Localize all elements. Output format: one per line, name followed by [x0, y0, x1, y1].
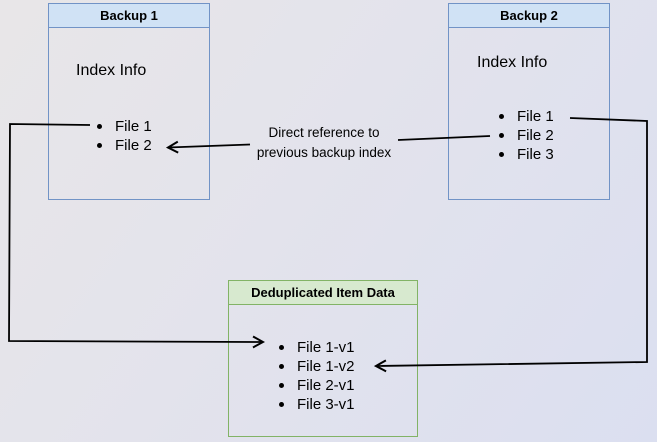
backup2-box: Backup 2 Index Info File 1 File 2 File 3 [448, 3, 610, 200]
bullet-icon [97, 124, 102, 129]
backup1-header: Backup 1 [49, 4, 209, 28]
dedup-header: Deduplicated Item Data [229, 281, 417, 305]
deduplicated-item-data-box: Deduplicated Item Data File 1-v1 File 1-… [228, 280, 418, 437]
dedup-file-list: File 1-v1 File 1-v2 File 2-v1 File 3-v1 [279, 338, 355, 414]
file-label: File 3-v1 [297, 396, 355, 413]
bullet-icon [279, 345, 284, 350]
bullet-icon [97, 143, 102, 148]
list-item: File 3-v1 [279, 395, 355, 414]
list-item: File 2-v1 [279, 376, 355, 395]
annotation-direct-reference: Direct reference to previous backup inde… [248, 123, 400, 163]
file-label: File 1 [517, 108, 554, 125]
list-item: File 2 [499, 126, 554, 145]
annotation-line1: Direct reference to [268, 125, 380, 140]
annotation-line2: previous backup index [256, 145, 392, 160]
bullet-icon [279, 364, 284, 369]
list-item: File 1-v2 [279, 357, 355, 376]
list-item: File 3 [499, 145, 554, 164]
bullet-icon [499, 133, 504, 138]
list-item: File 1 [97, 117, 152, 136]
backup2-index-info-label: Index Info [477, 54, 548, 71]
backup1-box: Backup 1 Index Info File 1 File 2 [48, 3, 210, 200]
backup1-title: Backup 1 [100, 8, 158, 23]
backup2-file-list: File 1 File 2 File 3 [499, 107, 554, 164]
bullet-icon [279, 402, 284, 407]
file-label: File 1 [115, 118, 152, 135]
list-item: File 1 [499, 107, 554, 126]
dedup-title: Deduplicated Item Data [251, 285, 395, 300]
bullet-icon [499, 152, 504, 157]
bullet-icon [499, 114, 504, 119]
backup2-title: Backup 2 [500, 8, 558, 23]
list-item: File 2 [97, 136, 152, 155]
file-label: File 1-v2 [297, 358, 355, 375]
backup1-index-info-label: Index Info [76, 62, 147, 79]
backup1-file-list: File 1 File 2 [97, 117, 152, 155]
file-label: File 2 [115, 137, 152, 154]
file-label: File 2 [517, 127, 554, 144]
file-label: File 3 [517, 146, 554, 163]
file-label: File 2-v1 [297, 377, 355, 394]
file-label: File 1-v1 [297, 339, 355, 356]
bullet-icon [279, 383, 284, 388]
backup2-header: Backup 2 [449, 4, 609, 28]
list-item: File 1-v1 [279, 338, 355, 357]
